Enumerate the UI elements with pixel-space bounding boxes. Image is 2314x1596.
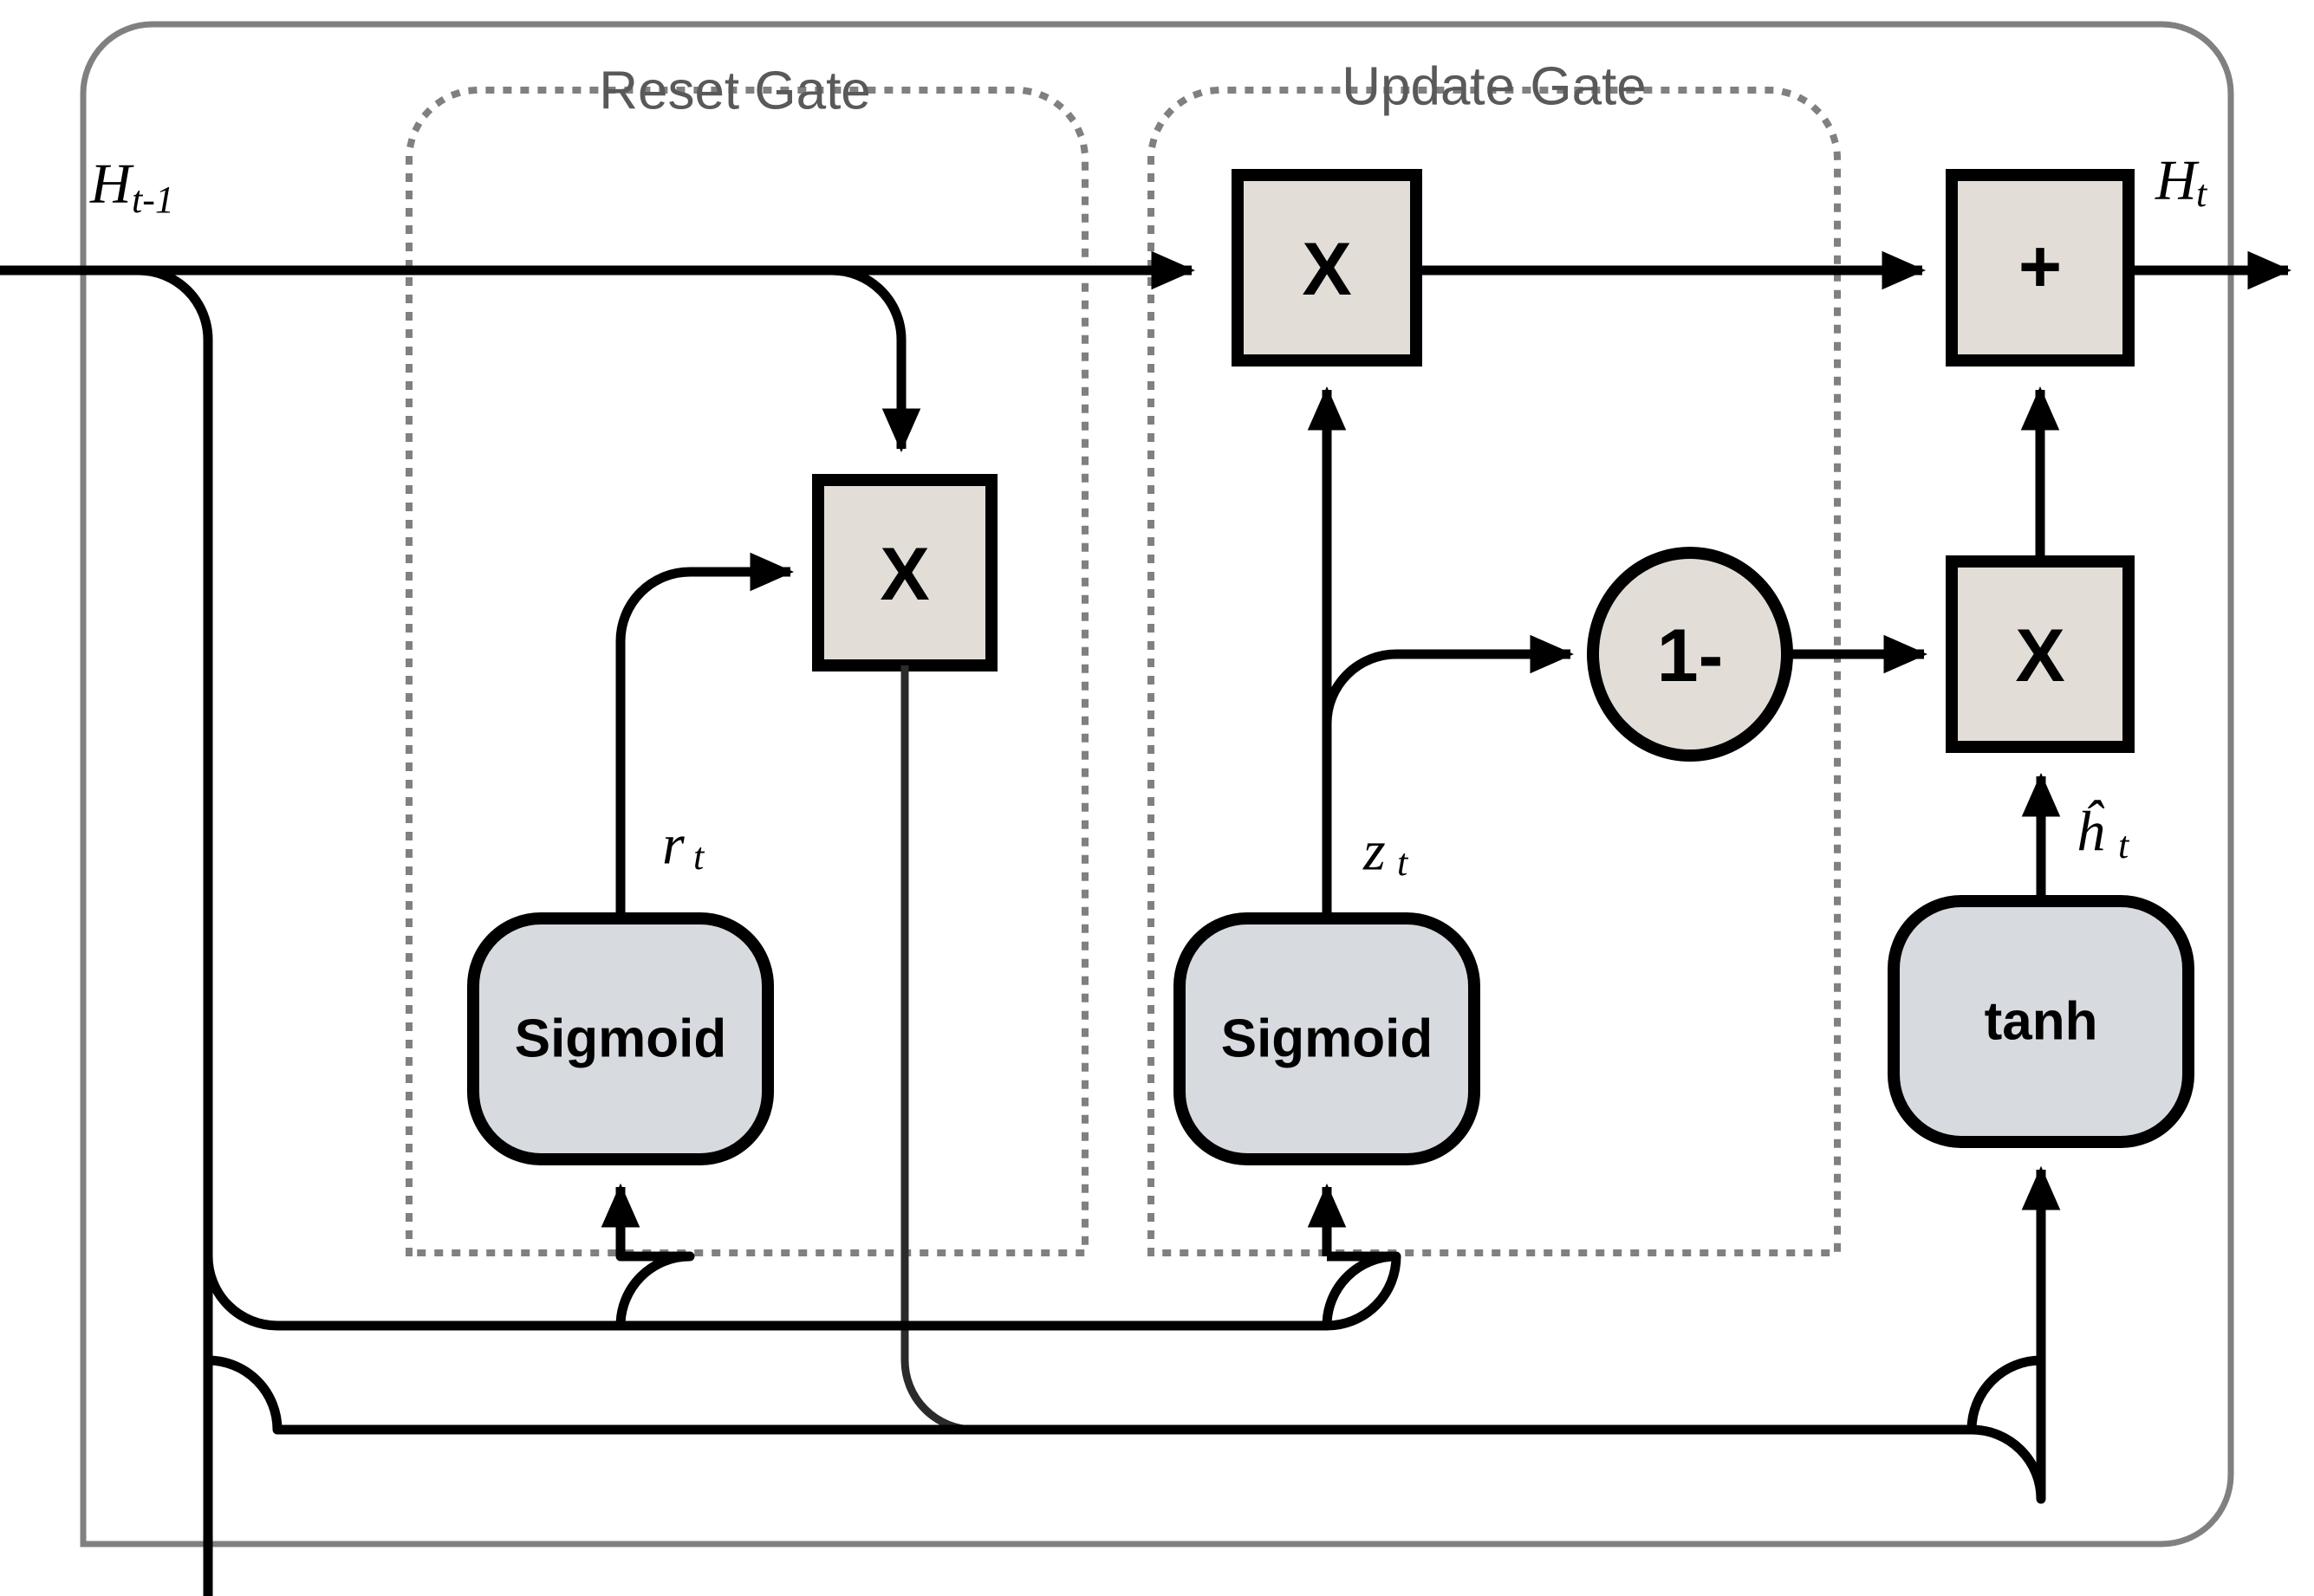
label-update-signal: z t	[1362, 820, 1409, 885]
label-update-signal-sub: t	[1397, 841, 1409, 884]
label-reset-signal-sub: t	[693, 835, 705, 878]
label-hidden-state: H t	[2155, 149, 2208, 216]
label-reset-signal-base: r	[662, 814, 685, 877]
update-gate-title: Update Gate	[1342, 57, 1647, 117]
wire-bottom-bus-lower	[207, 1355, 2046, 1504]
wire-prev-state-to-reset-multiply	[831, 265, 921, 453]
label-reset-signal: r t	[662, 814, 705, 879]
wire-bottom-bus-upper	[203, 1255, 1401, 1331]
reset-multiply-symbol: X	[880, 533, 929, 616]
label-hidden-state-base: H	[2155, 149, 2200, 212]
candidate-tanh-label: tanh	[1985, 992, 2098, 1052]
wire-bottom-bus-lower-riser	[1966, 1165, 2061, 1431]
wire-reset-signal	[615, 552, 795, 918]
update-sigmoid-box	[1173, 912, 1480, 1165]
state-add-symbol: +	[2018, 225, 2062, 308]
gru-cell-outline	[80, 21, 2234, 1547]
label-hidden-state-sub: t	[2196, 172, 2208, 215]
candidate-multiply-symbol: X	[2015, 614, 2064, 697]
reset-sigmoid-box	[467, 912, 774, 1165]
state-add-box	[1946, 169, 2135, 367]
wire-update-signal-to-one-minus	[1322, 634, 1575, 724]
wire-bus-riser-update	[1322, 1251, 1401, 1327]
label-candidate-signal: ĥ t	[2076, 801, 2130, 867]
update-multiply-symbol: X	[1302, 228, 1351, 311]
wire-prev-state-branch-down	[138, 265, 213, 1596]
reset-sigmoid-label: Sigmoid	[515, 1009, 727, 1069]
label-prev-hidden-state: H t-1	[89, 152, 174, 222]
reset-multiply-box	[812, 474, 998, 671]
label-candidate-signal-sub: t	[2118, 824, 2130, 866]
label-candidate-signal-base: ĥ	[2076, 801, 2105, 864]
label-prev-hidden-state-base: H	[89, 152, 134, 216]
reset-gate-title: Reset Gate	[599, 62, 871, 121]
update-gate-boundary	[1147, 87, 1841, 1256]
wire-input-to-reset-sigmoid	[601, 1183, 695, 1327]
label-update-signal-base: z	[1362, 820, 1386, 883]
reset-gate-boundary	[406, 87, 1089, 1256]
one-minus-symbol: 1-	[1657, 614, 1723, 697]
update-multiply-box	[1232, 169, 1422, 367]
label-prev-hidden-state-sub: t-1	[132, 178, 174, 221]
update-sigmoid-label: Sigmoid	[1221, 1009, 1433, 1069]
